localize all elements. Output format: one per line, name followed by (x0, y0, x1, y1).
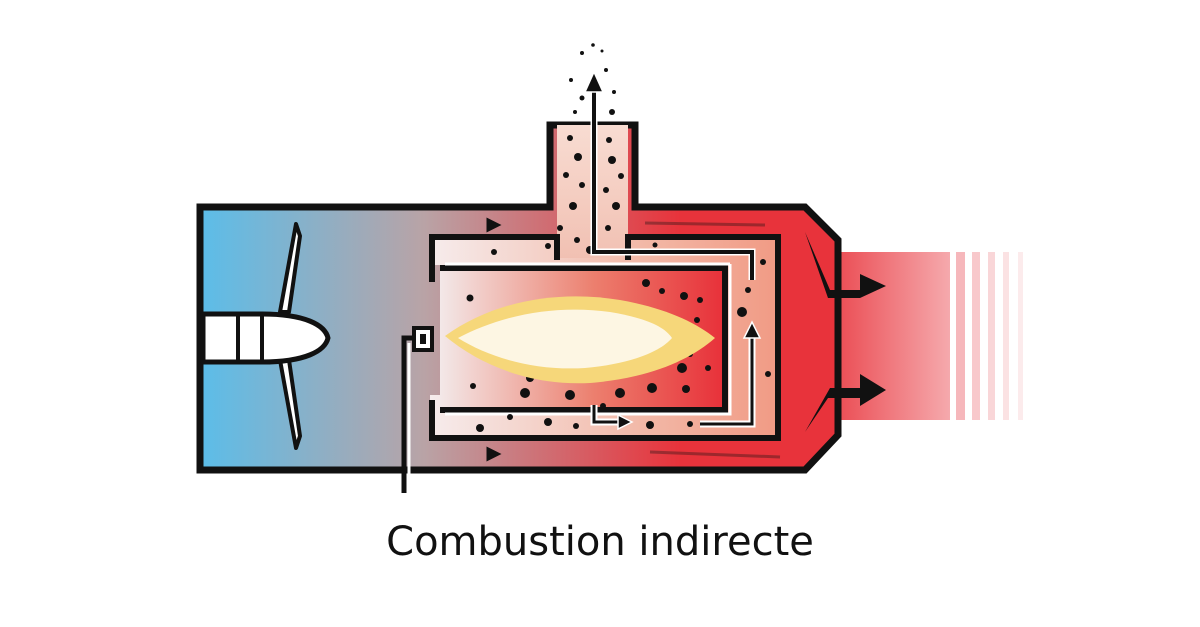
combustion-chamber-walls (440, 265, 728, 413)
heat-exchanger-walls (429, 234, 781, 441)
airflow-arrows (320, 217, 781, 462)
flue-gas-path (583, 70, 762, 431)
flame-icon (445, 296, 715, 384)
chimney-soot (557, 43, 624, 243)
hot-air-outlet-arrows (805, 232, 886, 432)
fan-icon (200, 222, 331, 450)
diagram-caption: Combustion indirecte (386, 519, 814, 565)
igniter-icon (401, 326, 434, 493)
